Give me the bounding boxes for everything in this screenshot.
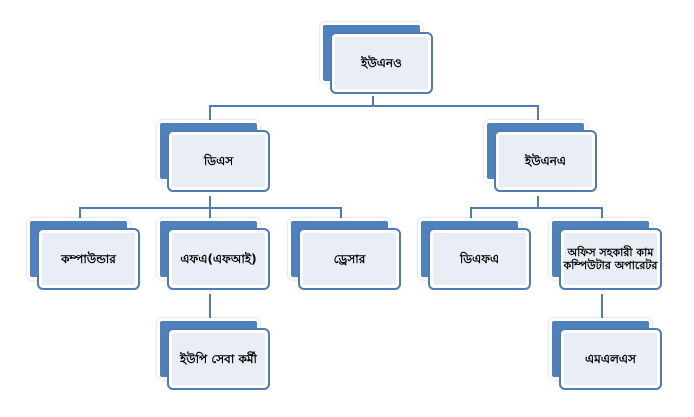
node-label: ডিএস <box>203 153 234 168</box>
node-label: কম্পাউন্ডার <box>61 251 116 266</box>
connector-root-down <box>372 96 374 107</box>
node-up-sevakarmi[interactable]: ইউপি সেবা কর্মী <box>157 318 270 390</box>
node-label: ইউপি সেবা কর্মী <box>180 351 257 366</box>
connector-uneo-a-up <box>537 105 539 121</box>
connector-dresser-up <box>340 207 342 219</box>
connector-level2-right-horizontal <box>470 207 603 209</box>
node-label: ডিএফএ <box>459 251 500 266</box>
node-root[interactable]: ইউএনও <box>320 22 433 94</box>
connector-dfa-up <box>470 207 472 219</box>
connector-fwa-down <box>209 294 211 320</box>
node-label: এমএলএস <box>585 351 636 366</box>
node-dfa[interactable]: ডিএফএ <box>418 218 531 290</box>
node-front: ডিএস <box>167 130 270 192</box>
node-front: ডিএফএ <box>428 228 531 290</box>
node-front: ইউপি সেবা কর্মী <box>167 328 270 390</box>
node-front: এফএ(এফআই) <box>167 228 270 290</box>
connector-office-assistant-up <box>601 207 603 219</box>
node-mlss[interactable]: এমএলএস <box>549 318 662 390</box>
node-front: ইউএনএ <box>494 130 597 192</box>
node-dresser[interactable]: ড্রেসার <box>288 218 401 290</box>
node-front: অফিস সহকারী কাম কম্পিউটার অপারেটর <box>559 228 662 290</box>
node-front: এমএলএস <box>559 328 662 390</box>
node-label: ইউএনএ <box>524 153 566 168</box>
connector-uneo-a-down <box>537 196 539 208</box>
node-fwa[interactable]: এফএ(এফআই) <box>157 218 270 290</box>
node-front: ইউএনও <box>330 32 433 94</box>
node-label: এফএ(এফআই) <box>180 251 257 266</box>
node-office-assistant[interactable]: অফিস সহকারী কাম কম্পিউটার অপারেটর <box>549 218 662 290</box>
connector-office-assistant-down <box>601 294 603 320</box>
node-compounder[interactable]: কম্পাউন্ডার <box>27 218 140 290</box>
connector-dls-up <box>209 105 211 121</box>
connector-level1-horizontal <box>209 105 539 107</box>
connector-compounder-up <box>79 207 81 219</box>
node-uneo-a[interactable]: ইউএনএ <box>484 120 597 192</box>
node-label: ড্রেসার <box>333 251 366 266</box>
connector-dls-down <box>209 196 211 208</box>
node-dls[interactable]: ডিএস <box>157 120 270 192</box>
connector-fwa-up <box>209 207 211 219</box>
node-front: ড্রেসার <box>298 228 401 290</box>
node-label: ইউএনও <box>361 55 402 70</box>
node-front: কম্পাউন্ডার <box>37 228 140 290</box>
node-label: অফিস সহকারী কাম কম্পিউটার অপারেটর <box>563 246 658 272</box>
